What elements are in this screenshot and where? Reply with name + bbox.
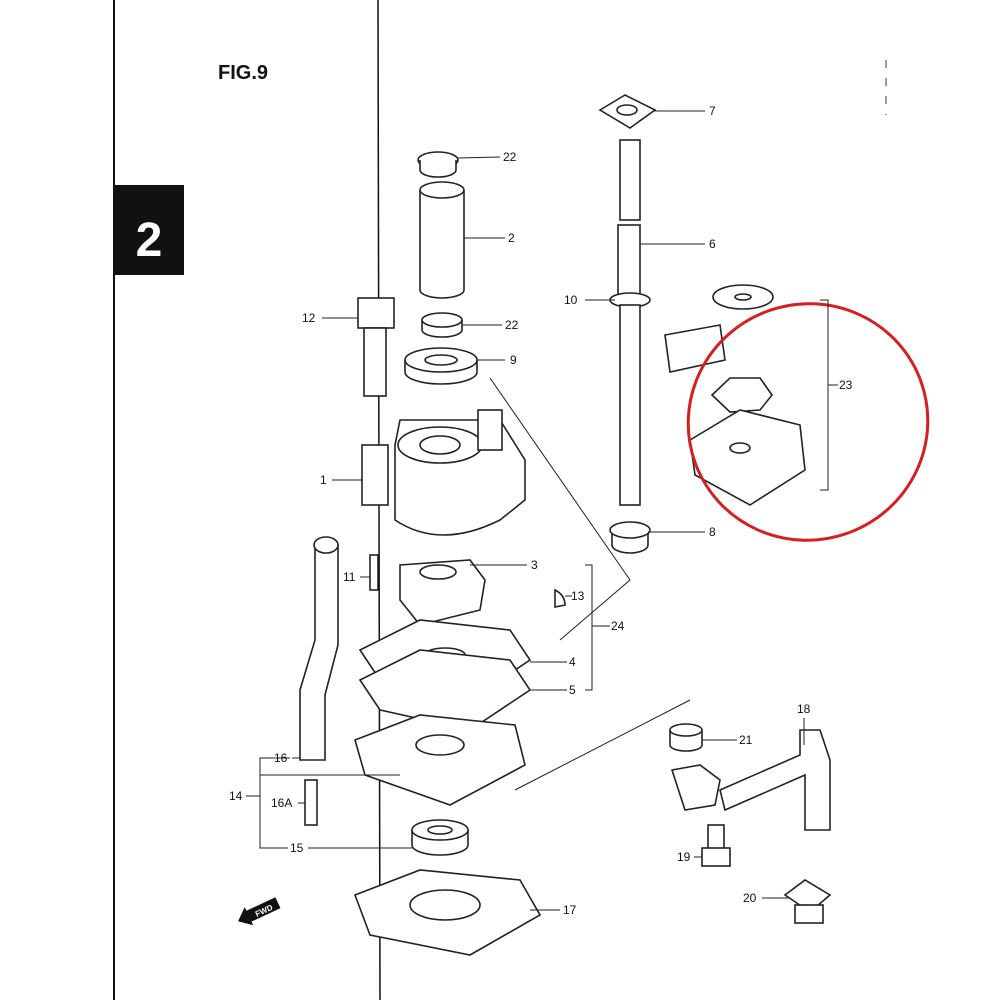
- callout-leaders: [246, 110, 838, 911]
- part-8-grommet: [609, 521, 651, 554]
- part-13-key: [554, 588, 566, 608]
- part-22-top-grommet: [417, 151, 459, 178]
- highlight-circle: [686, 302, 930, 542]
- part-18-elbow-hose: [719, 729, 831, 831]
- callout-23: 23: [839, 378, 853, 392]
- part-14-lower-housing: [354, 714, 526, 806]
- callout-1: 1: [320, 473, 327, 487]
- callout-7: 7: [709, 104, 716, 118]
- part-22-lower-grommet: [421, 312, 463, 338]
- section-tab: 2: [114, 185, 184, 275]
- callout-11: 11: [343, 570, 356, 584]
- callout-20: 20: [743, 891, 757, 905]
- callout-18: 18: [797, 702, 811, 716]
- leader-bracket: [489, 377, 631, 641]
- part-16a-nipple: [304, 779, 318, 826]
- callout-16: 16: [274, 751, 288, 765]
- callout-22-lower: 22: [505, 318, 519, 332]
- callout-17: 17: [563, 903, 577, 917]
- part-7-cap: [598, 94, 657, 129]
- callout-24: 24: [611, 619, 625, 633]
- callout-8: 8: [709, 525, 716, 539]
- callout-14: 14: [229, 789, 243, 803]
- figure-title: FIG.9: [218, 62, 268, 84]
- callout-12: 12: [302, 311, 316, 325]
- part-23-repair-kit: [664, 284, 806, 506]
- callout-4: 4: [569, 655, 576, 669]
- part-20-plug: [783, 879, 832, 924]
- callout-10: 10: [564, 293, 578, 307]
- fwd-arrow-icon: FWD: [238, 897, 281, 926]
- part-2-tube: [419, 181, 465, 299]
- callout-labels: 22 2 7 6 10 12 22 9 23 1 8 3 11 13 24 4 …: [229, 104, 853, 917]
- part-16-hose: [299, 536, 339, 761]
- part-12-bolt: [357, 297, 395, 397]
- part-15-seal: [411, 819, 469, 856]
- callout-16a: 16A: [271, 796, 292, 810]
- callout-22-top: 22: [503, 150, 517, 164]
- leader-line: [514, 699, 691, 791]
- callout-3: 3: [531, 558, 538, 572]
- bracket-23: [820, 299, 829, 491]
- part-9-seal: [404, 347, 478, 385]
- part-21-ring: [669, 723, 703, 752]
- section-number: 2: [136, 214, 163, 267]
- part-11-key: [369, 554, 379, 591]
- callout-9: 9: [510, 353, 517, 367]
- callout-21: 21: [739, 733, 753, 747]
- callout-19: 19: [677, 850, 691, 864]
- callout-6: 6: [709, 237, 716, 251]
- part-17-gasket: [353, 869, 542, 956]
- callout-2: 2: [508, 231, 515, 245]
- part-6-10-water-tube: [609, 139, 651, 506]
- callout-13: 13: [571, 589, 585, 603]
- fwd-label: FWD: [254, 903, 275, 919]
- part-1-pump-housing: [361, 409, 526, 536]
- callout-5: 5: [569, 683, 576, 697]
- part-3-impeller: [399, 559, 486, 626]
- part-19-fitting: [670, 764, 731, 867]
- callout-15: 15: [290, 841, 304, 855]
